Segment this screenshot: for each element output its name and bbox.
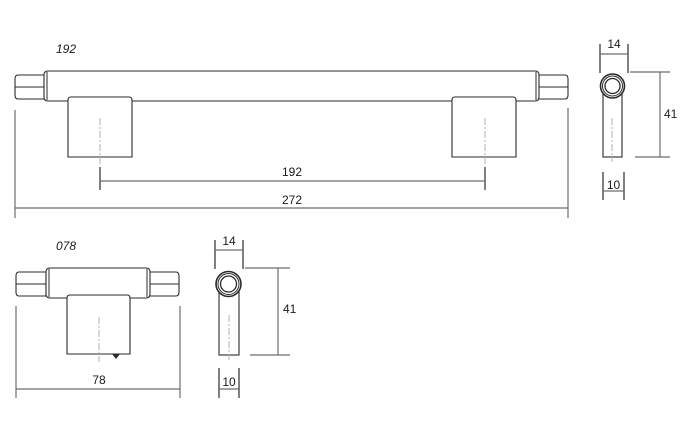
dimension-label-78: 78 [92,373,106,387]
drawing-078-side-view: 14 41 10 [214,234,297,398]
right-foot [451,96,517,158]
dimension-label-14: 14 [222,234,236,248]
dimension-overall-length: 272 [14,108,569,218]
right-end-cap [148,271,180,297]
drawing-078-front-view: 078 78 [15,239,181,398]
dimension-label-192: 192 [282,165,302,179]
dimension-label-41: 41 [283,302,297,316]
handle-bar [43,70,540,102]
knob-foot [66,294,131,355]
knob-bar [45,267,151,299]
right-end-cap [536,74,569,100]
drawing-192-front-view: 192 192 [14,42,569,218]
dimension-label-41: 41 [664,107,678,121]
dimension-overall-length: 78 [15,306,181,398]
mounting-notch [112,354,120,359]
drawing-192-side-view: 14 41 10 [599,37,678,200]
model-label-192: 192 [56,42,76,56]
left-end-cap [14,74,46,100]
dimension-label-10: 10 [607,178,621,192]
dimension-label-10: 10 [222,375,236,389]
dimension-hole-spacing: 192 [99,165,486,190]
dimension-label-14: 14 [607,37,621,51]
model-label-078: 078 [56,239,76,253]
dimension-label-272: 272 [282,193,302,207]
left-end-cap [15,271,47,297]
